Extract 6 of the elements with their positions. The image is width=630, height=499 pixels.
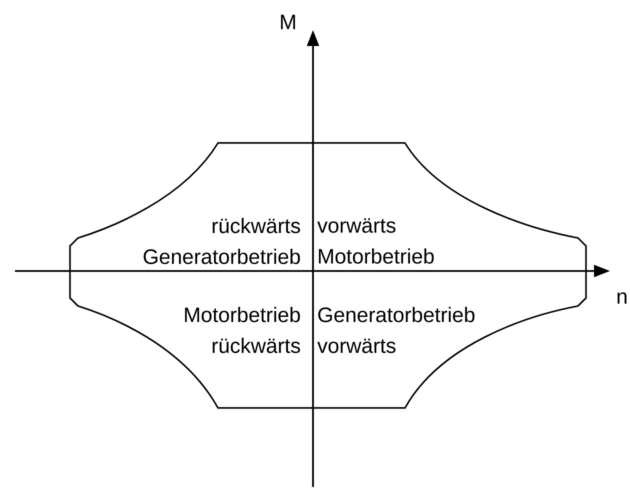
quadrant-label: Generatorbetrieb vorwärts <box>317 306 474 354</box>
quadrant-label: rückwärts Generatorbetrieb <box>144 218 300 264</box>
axis-label: n <box>618 292 626 304</box>
quadrant-label: Motorbetrieb rückwärts <box>185 306 300 354</box>
quadrant-label: vorwärts Motorbetrieb <box>317 218 434 264</box>
axis-label: M <box>281 14 295 30</box>
